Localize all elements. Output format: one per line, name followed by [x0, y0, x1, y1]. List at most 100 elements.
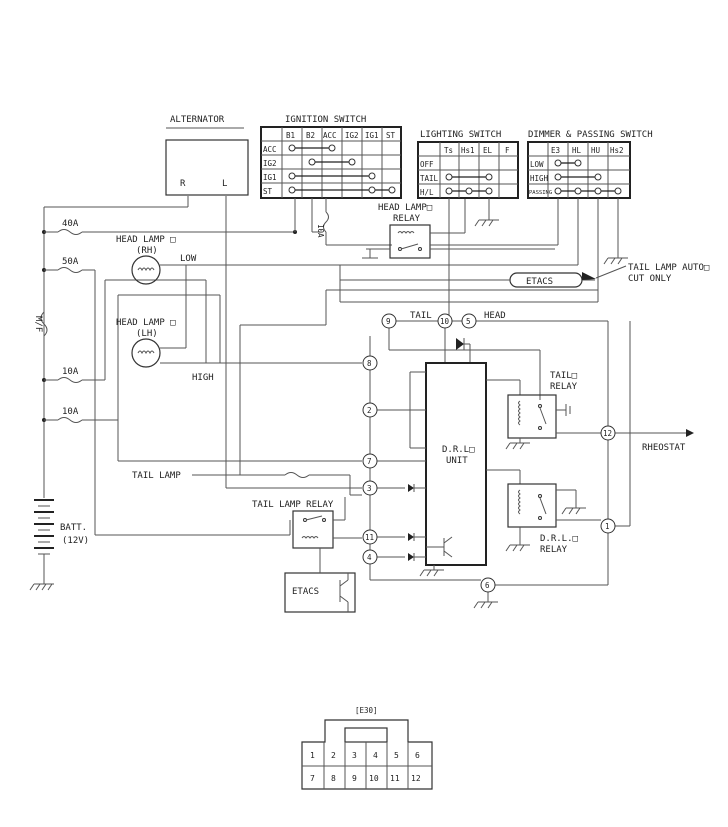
node-1: 1 — [600, 518, 616, 534]
numbered-nodes: 9 10 5 8 2 7 3 11 4 12 1 6 — [362, 313, 616, 593]
battery-label: BATT. — [60, 523, 87, 533]
rheostat-connection: RHEOSTAT — [607, 321, 694, 527]
etacs-top: ETACS TAIL LAMP AUTO□ CUT ONLY — [239, 263, 710, 475]
pin-2: 2 — [331, 751, 336, 760]
svg-text:8: 8 — [367, 359, 372, 368]
svg-text:10: 10 — [440, 317, 450, 326]
svg-text:7: 7 — [367, 457, 372, 466]
head-label: HEAD — [484, 311, 506, 321]
svg-text:3: 3 — [367, 484, 372, 493]
node-6: 6 — [480, 577, 496, 593]
node-8: 8 — [362, 355, 378, 371]
ls-row-off: OFF — [420, 160, 434, 169]
ds-col-e3: E3 — [551, 146, 560, 155]
tail-relay-label-1: TAIL□ — [550, 371, 578, 381]
tail-lamp-relay-label: TAIL LAMP RELAY — [252, 500, 334, 510]
headlamp-rh-label-1: HEAD LAMP □ — [116, 235, 176, 245]
etacs-bottom: ETACS — [284, 548, 356, 613]
ign-row-acc: ACC — [263, 145, 277, 154]
ds-row-high: HIGH — [530, 174, 549, 183]
alternator-label: ALTERNATOR — [170, 115, 225, 125]
ignition-switch-label: IGNITION SWITCH — [285, 115, 366, 125]
tail-head-nodes: TAIL HEAD — [388, 311, 609, 427]
battery: BATT. (12V) — [29, 499, 89, 591]
ls-col-f: F — [505, 146, 510, 155]
ds-row-low: LOW — [530, 160, 544, 169]
ign-col-ig1: IG1 — [365, 131, 379, 140]
pin-3: 3 — [352, 751, 357, 760]
headlamp-rh: HEAD LAMP □ (RH) LOW — [116, 235, 578, 285]
svg-text:1: 1 — [605, 522, 610, 531]
drl-unit: D.R.L□ UNIT — [369, 336, 521, 580]
tail-relay: TAIL□ RELAY — [505, 371, 601, 450]
ignition-switch: IGNITION SWITCH B1 B2 ACC IG2 IG1 ST ACC… — [260, 115, 402, 246]
high-beam-label: HIGH — [192, 373, 214, 383]
fuse-50a: 50A — [42, 257, 290, 536]
ign-col-b1: B1 — [286, 131, 295, 140]
alternator: ALTERNATOR R L — [165, 115, 362, 489]
ls-col-hs1: Hs1 — [461, 146, 475, 155]
pin-12: 12 — [411, 774, 421, 783]
pin-9: 9 — [352, 774, 357, 783]
ds-row-passing: PASSING — [529, 190, 552, 196]
pin-8: 8 — [331, 774, 336, 783]
fusible-link: M/F — [33, 311, 48, 337]
tail-relay-label-2: RELAY — [550, 382, 578, 392]
fuse-40a-label: 40A — [62, 219, 79, 229]
lighting-switch: LIGHTING SWITCH Ts Hs1 EL F OFF TAIL H/L — [417, 130, 519, 315]
headlamp-lh: HEAD LAMP □ (LH) HIGH — [116, 265, 362, 383]
tail-lamp-label: TAIL LAMP — [132, 471, 181, 481]
pin-5: 5 — [394, 751, 399, 760]
fuse-40a: 40A — [42, 219, 297, 235]
fuse-10a-1-label: 10A — [62, 367, 79, 377]
pin-10: 10 — [369, 774, 379, 783]
node-3: 3 — [362, 480, 378, 496]
ign-row-st: ST — [263, 187, 273, 196]
alternator-l-terminal: L — [222, 179, 227, 189]
pin-11: 11 — [390, 774, 400, 783]
dimmer-passing-switch: DIMMER & PASSING SWITCH E3 HL HU Hs2 LOW… — [430, 130, 653, 290]
node-5: 5 — [461, 313, 477, 329]
ign-row-ig1: IG1 — [263, 173, 277, 182]
headlamp-relay-label-2: RELAY — [393, 214, 421, 224]
ls-row-tail: TAIL — [420, 174, 439, 183]
node-12: 12 — [600, 425, 616, 441]
dimmer-switch-label: DIMMER & PASSING SWITCH — [528, 130, 653, 140]
low-beam-label: LOW — [180, 254, 197, 264]
fuse-50a-label: 50A — [62, 257, 79, 267]
ds-col-hu: HU — [591, 146, 600, 155]
ls-col-el: EL — [483, 146, 493, 155]
drl-unit-label-1: D.R.L□ — [442, 445, 475, 455]
connector-e30: [E30] 1 2 3 4 5 6 7 8 9 10 11 12 — [301, 706, 433, 790]
svg-text:6: 6 — [485, 581, 490, 590]
battery-voltage: (12V) — [62, 536, 89, 546]
headlamp-lh-label-2: (LH) — [136, 329, 158, 339]
pin-4: 4 — [373, 751, 378, 760]
ds-col-hl: HL — [572, 146, 582, 155]
drl-relay-label-2: RELAY — [540, 545, 568, 555]
pin-1: 1 — [310, 751, 315, 760]
pin-6: 6 — [415, 751, 420, 760]
node-7: 7 — [362, 453, 378, 469]
ground-node-6 — [370, 579, 498, 609]
svg-text:4: 4 — [367, 553, 372, 562]
lighting-switch-label: LIGHTING SWITCH — [420, 130, 501, 140]
ls-col-ts: Ts — [444, 146, 453, 155]
node-10: 10 — [437, 313, 453, 329]
node-2: 2 — [362, 402, 378, 418]
svg-text:12: 12 — [603, 429, 612, 438]
node-4: 4 — [362, 549, 378, 565]
node-9: 9 — [381, 313, 397, 329]
fusible-link-label: M/F — [33, 316, 43, 332]
tail-auto-label-1: TAIL LAMP AUTO□ — [628, 263, 710, 273]
rheostat-label: RHEOSTAT — [642, 443, 686, 453]
ign-row-ig2: IG2 — [263, 159, 277, 168]
headlamp-rh-label-2: (RH) — [136, 246, 158, 256]
alternator-r-terminal: R — [180, 179, 186, 189]
etacs-top-label: ETACS — [526, 277, 553, 287]
pin-7: 7 — [310, 774, 315, 783]
etacs-bottom-label: ETACS — [292, 587, 319, 597]
tail-auto-label-2: CUT ONLY — [628, 274, 672, 284]
ls-row-hl: H/L — [420, 188, 434, 197]
